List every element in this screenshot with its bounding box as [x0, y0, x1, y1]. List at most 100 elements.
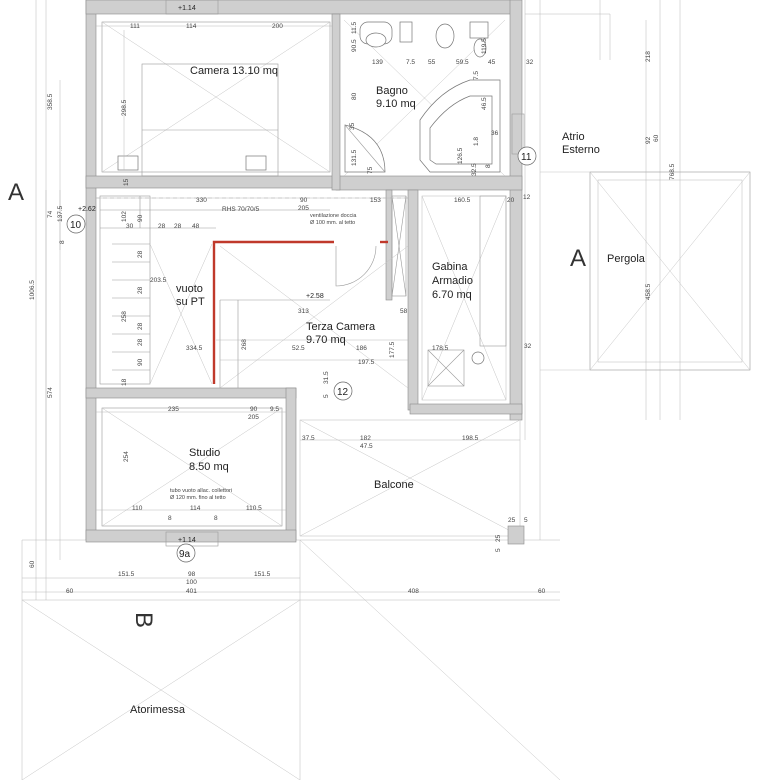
room-atrio-line2: Esterno	[562, 144, 600, 156]
dim-label: 12	[523, 194, 531, 201]
dim-label: 1006.5	[29, 280, 36, 300]
dim-label: 313	[298, 308, 309, 315]
dim-label: 37.5	[302, 435, 315, 442]
dim-label: 25	[508, 517, 516, 524]
tag-12: 12	[337, 387, 349, 398]
dim-label: 90	[250, 406, 258, 413]
dim-label: 177.5	[389, 341, 396, 358]
room-pergola-label: Pergola	[607, 253, 646, 265]
dim-label: 258	[121, 311, 128, 322]
dim-label: 203.5	[150, 277, 167, 284]
section-mark-b: B	[130, 612, 157, 628]
dim-label: 268	[241, 339, 248, 350]
dim-label: 98	[188, 571, 196, 578]
dim-label: 153	[370, 197, 381, 204]
dim-label: 28	[137, 338, 144, 346]
dim-label: 100	[186, 579, 197, 586]
dim-label: 60	[538, 588, 546, 595]
level-bottom: +1.14	[178, 537, 196, 544]
dim-label: 32.5	[471, 163, 478, 176]
dim-label: 198.5	[462, 435, 479, 442]
room-vuoto-line1: vuoto	[176, 283, 203, 295]
dim-label: 28	[174, 223, 182, 230]
dim-label: 52.5	[292, 345, 305, 352]
note-rhs: RHS 70/70/5	[222, 206, 260, 213]
dim-label: 5	[323, 394, 330, 398]
guide-lines	[21, 0, 751, 780]
dim-label: 334.5	[186, 345, 203, 352]
dim-label: 55	[428, 59, 436, 66]
dim-label: 30	[126, 223, 134, 230]
dim-label: 25	[495, 534, 502, 542]
dim-label: 182	[360, 435, 371, 442]
dim-label: 5	[495, 548, 502, 552]
dim-label: 205	[298, 205, 309, 212]
dim-label: 31.5	[323, 371, 330, 384]
dim-label: 1.8	[473, 137, 480, 146]
tag-10: 10	[70, 220, 82, 231]
dim-label: 7.5	[406, 59, 415, 66]
rhs-beam	[212, 240, 388, 384]
dim-label: 60	[653, 134, 660, 142]
dim-label: 574	[47, 387, 54, 398]
level-left: +2.62	[78, 206, 96, 213]
room-gabina-line2: Armadio	[432, 275, 473, 287]
dim-label: 458.5	[645, 283, 652, 300]
dimension-lines	[22, 20, 647, 593]
dim-label: 36	[491, 130, 499, 137]
dim-label: 205	[248, 414, 259, 421]
dim-label: 11.5	[351, 21, 358, 34]
dim-label: 110.5	[246, 505, 262, 512]
dim-label: 298.5	[121, 99, 128, 116]
dim-label: 60	[29, 560, 36, 568]
dim-label: 110	[132, 505, 143, 512]
dim-label: 151.5	[254, 571, 271, 578]
dim-label: 46.5	[481, 97, 488, 110]
dim-label: 8	[485, 164, 492, 168]
dim-label: 200	[272, 23, 283, 30]
room-terza-name: Terza Camera	[306, 321, 376, 333]
dim-label: 131.5	[351, 149, 358, 166]
dim-label: 114	[186, 23, 197, 30]
room-gabina-line3: 6.70 mq	[432, 289, 472, 301]
room-balcone-label: Balcone	[374, 479, 414, 491]
room-terza-area: 9.70 mq	[306, 334, 346, 346]
dim-label: 137.5	[57, 205, 64, 222]
dim-label: 408	[408, 588, 419, 595]
room-vuoto-line2: su PT	[176, 296, 205, 308]
dim-label: 8	[214, 515, 218, 522]
dim-label: 5	[524, 517, 528, 524]
dim-label: 330	[196, 197, 207, 204]
dim-label: 18	[121, 378, 128, 386]
dim-label: 102	[121, 211, 128, 222]
walls	[85, 0, 523, 543]
dim-label: 126.5	[457, 147, 464, 164]
section-marks: A A B	[8, 179, 586, 628]
dim-label: 32	[526, 59, 534, 66]
dim-label: 92	[645, 136, 652, 144]
level-top: +1.14	[178, 5, 196, 12]
dim-label: 80	[351, 92, 358, 100]
dim-label: 75	[367, 166, 374, 174]
dim-label: 90	[137, 214, 144, 222]
dim-label: 28	[137, 250, 144, 258]
dim-label: 47.5	[360, 443, 373, 450]
section-mark-a-left: A	[8, 179, 24, 206]
dim-label: 768.5	[669, 163, 676, 180]
room-tags: 10 11 12 9a	[66, 146, 537, 563]
room-gabina-line1: Gabina	[432, 261, 468, 273]
room-bagno-name: Bagno	[376, 85, 408, 97]
dim-label: 178.5	[432, 345, 449, 352]
dim-label: 20	[507, 197, 515, 204]
dim-label: 59.5	[456, 59, 469, 66]
tag-11: 11	[521, 152, 532, 163]
level-center: +2.58	[306, 293, 324, 300]
section-mark-a-right: A	[570, 245, 586, 272]
dim-label: 111	[130, 23, 140, 30]
dim-label: 35	[349, 122, 356, 130]
room-camera-label: Camera 13.10 mq	[190, 65, 278, 77]
dim-label: 186	[356, 345, 367, 352]
dim-label: 119.5	[481, 38, 488, 54]
dim-label: 197.5	[358, 359, 375, 366]
